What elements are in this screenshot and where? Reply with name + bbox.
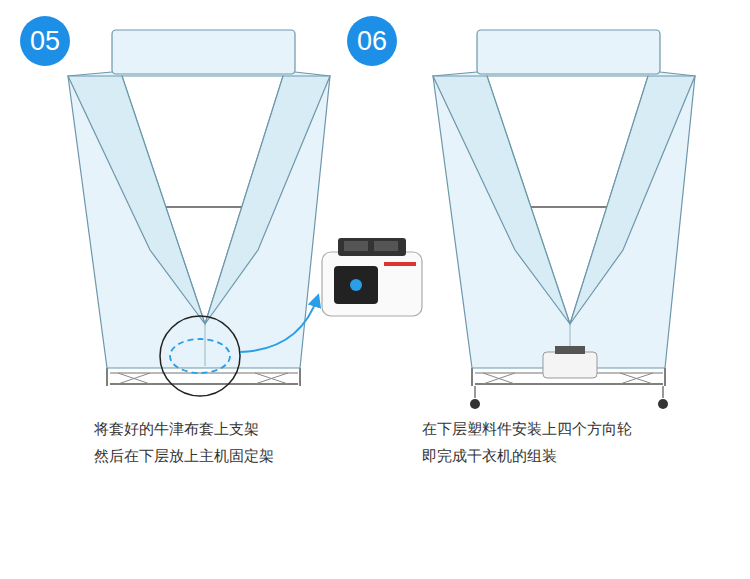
wheel-stem bbox=[662, 386, 663, 398]
cover-flap bbox=[570, 76, 695, 324]
frame-brace bbox=[255, 373, 288, 384]
step-number: 05 bbox=[30, 28, 60, 55]
step-badge: 05 bbox=[20, 16, 70, 66]
step-caption: 将套好的牛津布套上支架 bbox=[94, 420, 259, 438]
display bbox=[350, 279, 362, 291]
stripe bbox=[384, 262, 416, 266]
callout-circle bbox=[160, 316, 240, 396]
frame-leg bbox=[106, 368, 108, 386]
cover-flap bbox=[205, 76, 330, 324]
hanging-rail bbox=[166, 206, 242, 207]
heater-unit bbox=[543, 352, 597, 378]
frame-rail bbox=[475, 383, 663, 385]
cover-flap bbox=[433, 76, 570, 324]
frame-leg bbox=[471, 368, 473, 386]
step-caption: 然后在下层放上主机固定架 bbox=[94, 447, 274, 465]
frame-brace bbox=[620, 373, 653, 384]
frame-leg bbox=[664, 368, 666, 386]
heater-grip bbox=[344, 241, 368, 251]
cover-body bbox=[433, 72, 695, 368]
hanging-rail bbox=[531, 206, 607, 207]
frame-brace bbox=[118, 373, 150, 384]
heater-unit bbox=[322, 238, 422, 316]
dryer-wardrobe bbox=[68, 30, 330, 386]
step-number: 06 bbox=[357, 28, 387, 55]
caster-wheel bbox=[658, 399, 668, 409]
heater-top bbox=[338, 238, 406, 256]
heater-top bbox=[555, 346, 585, 354]
step-caption: 在下层塑料件安装上四个方向轮 bbox=[422, 420, 632, 438]
dryer-wardrobe bbox=[433, 30, 695, 409]
cover-top bbox=[477, 30, 660, 74]
cover-flap bbox=[68, 76, 205, 324]
frame-brace bbox=[483, 373, 515, 384]
wheel-stem bbox=[474, 386, 475, 398]
cover-body bbox=[68, 72, 330, 368]
heater-body bbox=[322, 252, 422, 316]
frame-rail bbox=[110, 383, 298, 385]
callout-arrow bbox=[240, 296, 318, 352]
frame-brace bbox=[118, 373, 150, 384]
frame-brace bbox=[483, 373, 515, 384]
step-badge: 06 bbox=[347, 16, 397, 66]
frame-brace bbox=[620, 373, 653, 384]
cover-top bbox=[112, 30, 295, 74]
heater-grip bbox=[374, 241, 398, 251]
frame-leg bbox=[299, 368, 301, 386]
caster-wheel bbox=[470, 399, 480, 409]
step-caption: 即完成干衣机的组装 bbox=[422, 447, 557, 465]
zipper-seam bbox=[205, 324, 206, 366]
mount-position bbox=[170, 339, 230, 373]
frame-brace bbox=[255, 373, 288, 384]
control-panel bbox=[334, 266, 378, 304]
